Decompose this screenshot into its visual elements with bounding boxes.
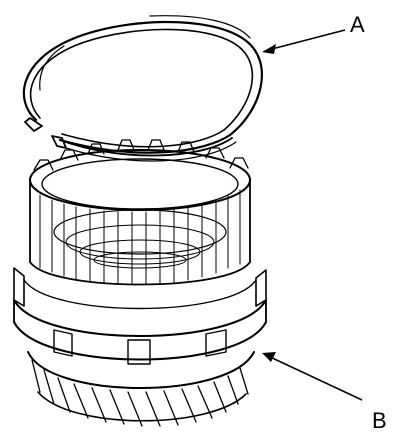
callout-a: A <box>262 12 365 54</box>
snap-ring <box>22 15 263 162</box>
leader-line-b <box>267 355 363 401</box>
synchronizer-gear <box>13 139 267 427</box>
callout-label-a: A <box>350 12 365 37</box>
callout-label-b: B <box>372 408 387 433</box>
callout-b: B <box>262 352 387 433</box>
arrowhead-b <box>262 352 276 362</box>
leader-line-a <box>267 29 346 51</box>
arrowhead-a <box>262 44 276 54</box>
